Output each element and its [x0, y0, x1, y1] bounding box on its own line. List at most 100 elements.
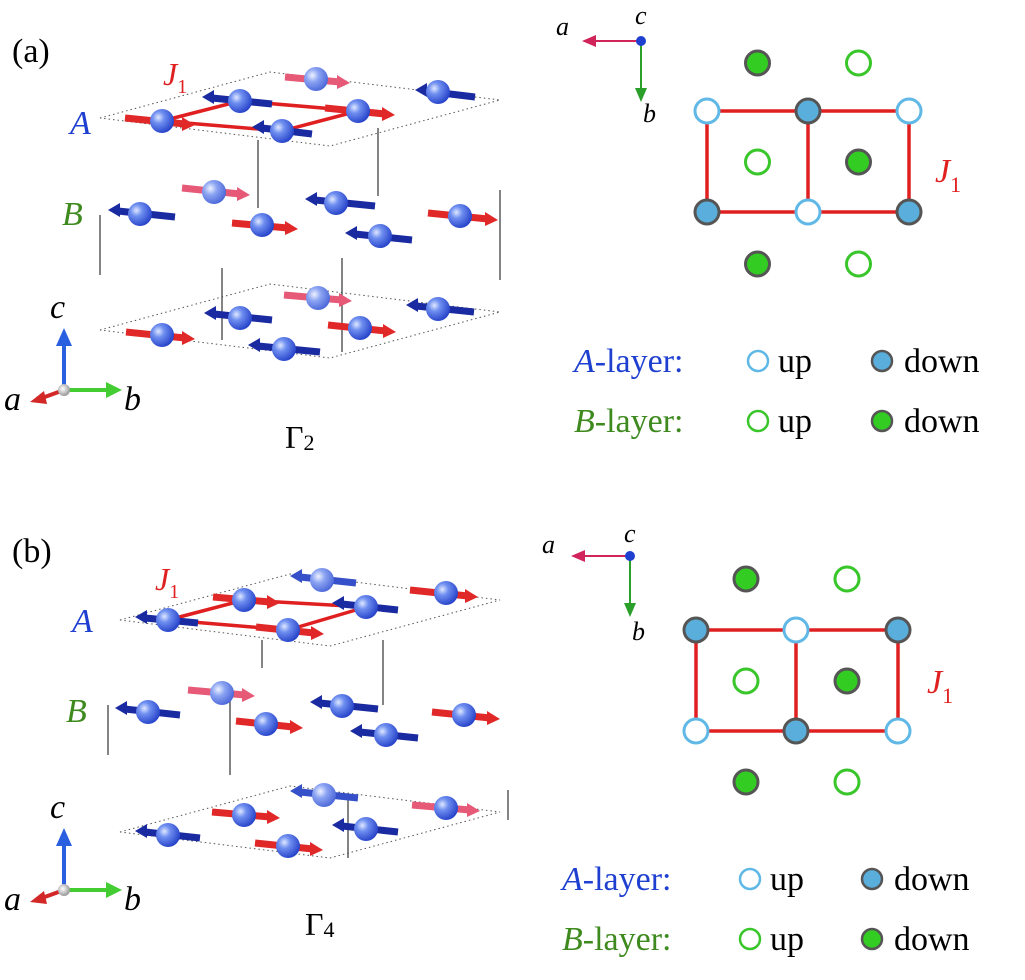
j1-label: J1 [155, 561, 179, 603]
panel-label: (a) [12, 33, 50, 70]
layer-a-label: A [68, 105, 91, 142]
axis-2d-b-label: b [643, 99, 656, 128]
structure-3d [107, 568, 509, 859]
spin-grid-2d [693, 49, 923, 278]
a-layer-atom [794, 198, 822, 226]
legend-a-layer: A-layer: [560, 861, 672, 898]
spin-atom [332, 595, 399, 619]
a-layer-atom [884, 616, 912, 644]
irrep-label: Γ4 [305, 906, 335, 942]
spin-atom [332, 817, 399, 841]
spin-atom [125, 323, 195, 347]
spin-atom [181, 180, 250, 204]
a-layer-atom [682, 616, 710, 644]
legend-b-layer: B-layer: [562, 921, 672, 958]
spin-grid-2d [682, 565, 912, 796]
legend: A-layer: up down B-layer: up down [560, 861, 970, 958]
legend-b-down-marker [860, 927, 884, 951]
legend-a-up: up [770, 861, 804, 898]
spin-atom [115, 700, 181, 724]
spin-atom [235, 712, 303, 736]
axis-a-label: a [4, 381, 21, 418]
spin-atom [212, 588, 280, 612]
b-layer-atom [744, 49, 771, 77]
legend-b-down-marker [870, 409, 894, 433]
spin-atom [283, 286, 352, 310]
legend-b-up: up [778, 403, 812, 440]
spin-atom [187, 681, 255, 705]
structure-3d [99, 67, 501, 361]
spin-atom [411, 796, 480, 820]
axes-2d [582, 35, 647, 102]
spin-atom [409, 581, 478, 605]
layer-plane-top [119, 573, 501, 647]
legend-a-up-marker [738, 867, 762, 891]
legend-a-down-marker [860, 867, 884, 891]
b-layer-atom [732, 667, 760, 695]
axes-3d [30, 828, 122, 904]
spin-atom [211, 803, 280, 827]
legend-b-up-marker [746, 409, 770, 433]
spin-atom [284, 67, 350, 91]
b-layer-atom [744, 148, 771, 176]
spin-atom [248, 337, 321, 361]
legend-b-up-marker [738, 927, 762, 951]
spin-atom [345, 224, 413, 248]
b-layer-atom [845, 49, 872, 77]
spin-atom [324, 99, 395, 123]
spin-atom [254, 834, 323, 858]
spin-atom [431, 703, 500, 727]
a-layer-atom [682, 717, 710, 745]
axis-2d-c-label: c [624, 519, 636, 548]
spin-atom [255, 618, 324, 642]
b-layer-atom [833, 565, 861, 593]
spin-atom [135, 608, 199, 632]
b-layer-atom [833, 768, 861, 796]
legend-a-down-marker [870, 349, 894, 373]
a-layer-atom [794, 97, 822, 125]
legend-a-down: down [904, 343, 980, 380]
spin-atom [290, 568, 357, 592]
layer-plane-bottom [119, 785, 501, 859]
layer-a-label: A [70, 603, 93, 640]
j1-grid-label: J1 [935, 153, 961, 197]
legend-a-down: down [894, 861, 970, 898]
layer-plane-bottom [99, 283, 501, 359]
spin-atom [124, 109, 195, 133]
a-layer-atom [895, 198, 923, 226]
panel-label: (b) [12, 533, 52, 570]
layer-plane-top [99, 71, 501, 147]
j1-label: J1 [163, 56, 187, 98]
spin-atom [252, 119, 313, 143]
spin-atom [290, 783, 359, 807]
b-layer-atom [732, 768, 760, 796]
spin-atom [108, 202, 176, 226]
legend-b-down: down [904, 403, 980, 440]
b-layer-atom [732, 565, 760, 593]
a-layer-atom [782, 717, 810, 745]
spin-atom [427, 204, 498, 228]
axis-2d-c-label: c [635, 1, 647, 30]
b-layer-atom [833, 667, 861, 695]
legend-b-up: up [770, 921, 804, 958]
j1-grid-label: J1 [927, 664, 953, 708]
axis-2d-b-label: b [632, 617, 645, 646]
a-layer-atom [884, 717, 912, 745]
a-layer-atom [895, 97, 923, 125]
irrep-label: Γ2 [285, 419, 315, 455]
layer-b-label: B [66, 693, 87, 730]
a-layer-atom [782, 616, 810, 644]
panel-a: (a) [4, 1, 980, 455]
legend-b-layer: B-layer: [574, 403, 684, 440]
layer-b-label: B [62, 196, 83, 233]
legend-a-layer: A-layer: [572, 343, 684, 380]
axis-b-label: b [124, 381, 141, 418]
spin-atom [406, 297, 475, 321]
panel-b: (b) [4, 519, 970, 958]
spin-atom [202, 89, 273, 113]
legend-b-down: down [894, 921, 970, 958]
spin-atom [305, 191, 376, 215]
spin-atom [231, 213, 298, 237]
